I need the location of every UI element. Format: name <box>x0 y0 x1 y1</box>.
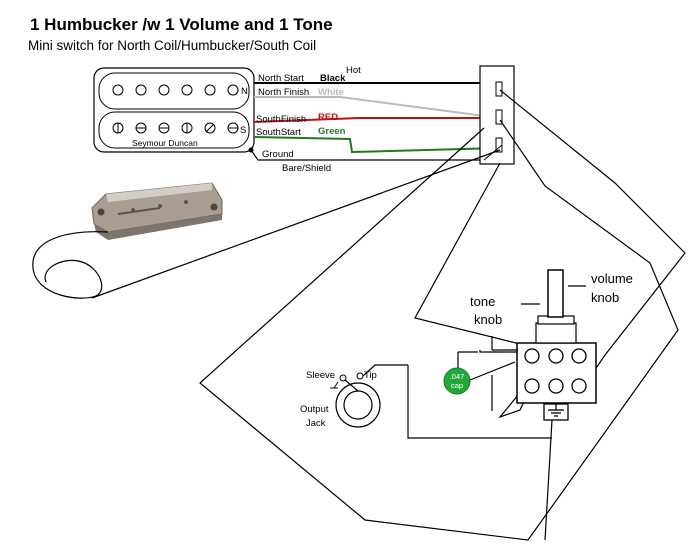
volume-lug-1 <box>524 378 540 394</box>
diagram-subtitle: Mini switch for North Coil/Humbucker/Sou… <box>28 38 316 53</box>
north-finish-wire <box>254 96 501 119</box>
tone-knob-label-2: knob <box>474 312 502 327</box>
jack-output-label-1: Output <box>300 404 329 415</box>
north-start-color: Black <box>320 73 346 84</box>
diagram-title: 1 Humbucker /w 1 Volume and 1 Tone <box>30 15 333 34</box>
north-start-label: North Start <box>258 73 304 84</box>
cap-label: cap <box>451 381 463 390</box>
south-finish-color: RED <box>318 112 338 123</box>
south-finish-label: SouthFinish <box>256 114 306 125</box>
jack-sleeve-label: Sleeve <box>306 370 335 381</box>
north-finish-label: North Finish <box>258 87 309 98</box>
baseplate-lead-coil <box>32 231 109 299</box>
output-jack <box>330 364 408 428</box>
south-start-label: SouthStart <box>256 127 301 138</box>
pickup-brand-label: Seymour Duncan <box>132 138 198 148</box>
tone-lug-2 <box>548 348 564 364</box>
volume-knob-label-1: volume <box>591 271 633 286</box>
tone-lug-1 <box>524 348 540 364</box>
north-finish-color: White <box>318 87 344 98</box>
mini-switch <box>479 65 515 165</box>
bare-shield-label: Bare/Shield <box>282 163 331 174</box>
south-coil-screws <box>112 122 239 134</box>
north-coil-marker: N <box>241 86 248 97</box>
humbucker-pickup: N S Seymour Duncan <box>93 67 255 153</box>
south-coil-marker: S <box>240 125 246 136</box>
tone-capacitor: .047 cap <box>443 367 471 395</box>
jack-tip-label: Tip <box>364 370 377 381</box>
south-finish-wire <box>253 117 500 123</box>
tone-lug-3 <box>571 348 587 364</box>
volume-lug-2 <box>548 378 564 394</box>
wiring-runs <box>91 89 686 541</box>
north-coil-poles <box>112 84 239 96</box>
ground-label: Ground <box>262 149 294 160</box>
cap-value: .047 <box>450 372 465 381</box>
jack-output-label-2: Jack <box>306 418 326 429</box>
south-start-color: Green <box>318 126 346 137</box>
volume-lug-3 <box>571 378 587 394</box>
hot-label: Hot <box>346 65 361 76</box>
ground-symbol <box>543 403 569 421</box>
volume-knob-label-2: knob <box>591 290 619 305</box>
pot-assembly <box>516 269 597 421</box>
pickup-baseplate <box>91 182 223 240</box>
tone-knob-label-1: tone <box>470 294 495 309</box>
south-start-wire <box>253 136 501 154</box>
